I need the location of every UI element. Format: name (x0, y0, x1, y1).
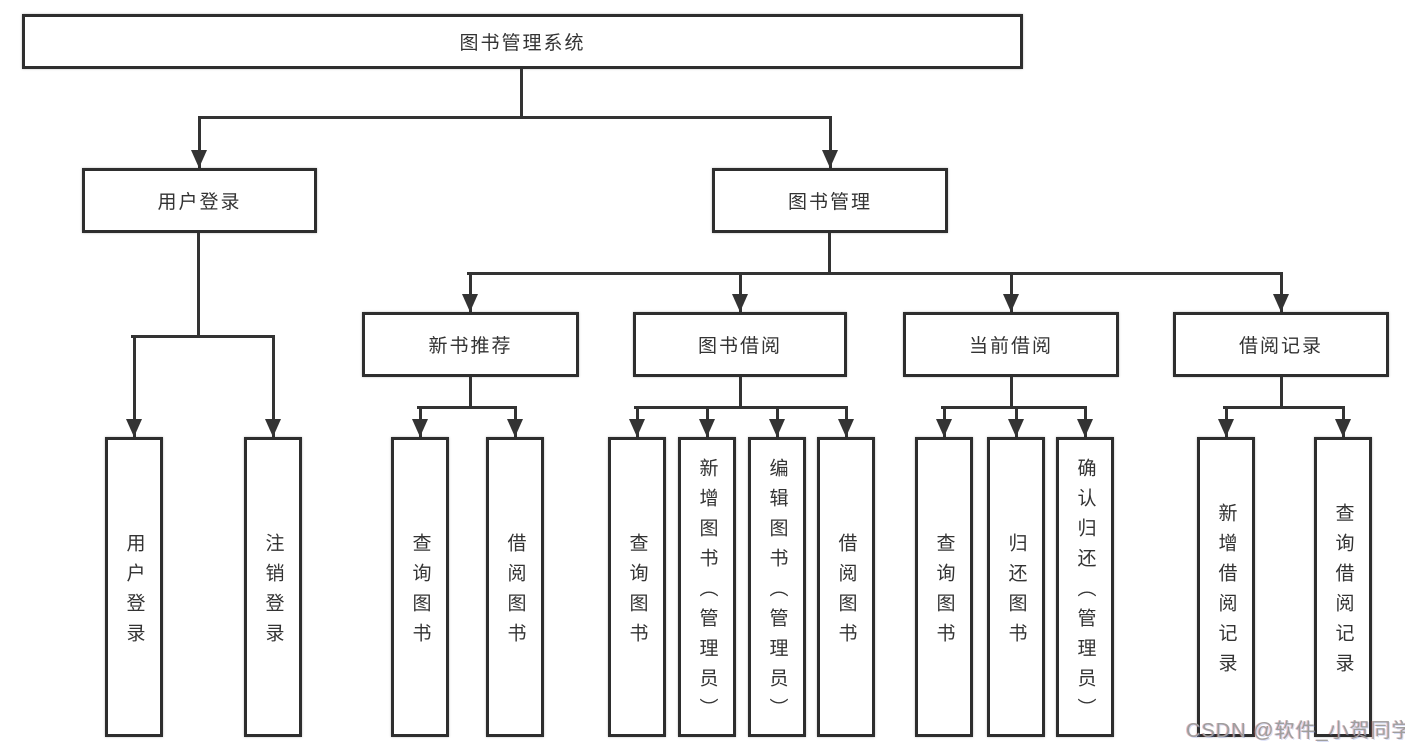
arrow-down-icon (412, 419, 428, 437)
leaf-label: 查询图书 (409, 532, 431, 653)
connector-bar-book-borrow (634, 405, 848, 409)
leaf-query-books-borrow: 查询图书 (608, 437, 666, 737)
node-new-book-recommend-label: 新书推荐 (428, 336, 513, 357)
node-current-borrow-label: 当前借阅 (968, 336, 1053, 357)
csdn-watermark: CSDN @软件_小贺同学 (1186, 720, 1405, 742)
connector-drop-user-login (197, 115, 201, 168)
leaf-confirm-return-admin: 确认归还（管理员） (1056, 437, 1114, 737)
connector-stem-book-borrow (738, 377, 742, 407)
leaf-logout: 注销登录 (244, 437, 302, 737)
leaf-query-books-current: 查询图书 (915, 437, 973, 737)
arrow-down-icon (769, 419, 785, 437)
arrow-down-icon (1077, 419, 1093, 437)
root-node: 图书管理系统 (22, 14, 1023, 69)
leaf-add-books-admin: 新增图书（管理员） (678, 437, 736, 737)
leaf-label: 新增图书（管理员） (696, 457, 718, 728)
connector-bar-book-management (467, 271, 1283, 275)
leaf-label: 注销登录 (262, 532, 284, 653)
node-new-book-recommend: 新书推荐 (362, 312, 579, 377)
connector-stem-book-management (828, 233, 831, 273)
node-user-login-label: 用户登录 (157, 192, 242, 213)
connector-bar-new-book-recommend (417, 405, 517, 409)
leaf-borrow-books-recommend: 借阅图书 (486, 437, 544, 737)
connector-bar-borrow-records (1223, 405, 1345, 409)
leaf-return-books: 归还图书 (987, 437, 1045, 737)
arrow-down-icon (462, 294, 478, 312)
connector-drop-level3 (738, 271, 742, 313)
leaf-user-login: 用户登录 (105, 437, 163, 737)
node-borrow-records: 借阅记录 (1173, 312, 1389, 377)
leaf-label: 新增借阅记录 (1215, 502, 1237, 683)
arrow-down-icon (1008, 419, 1024, 437)
arrow-down-icon (629, 419, 645, 437)
leaf-label: 借阅图书 (504, 532, 526, 653)
leaf-query-borrow-record: 查询借阅记录 (1314, 437, 1372, 737)
connector-stem-current-borrow (1009, 377, 1013, 407)
leaf-label: 归还图书 (1005, 532, 1027, 653)
node-book-management-label: 图书管理 (787, 192, 872, 213)
connector-drop-leaf (271, 334, 275, 438)
connector-drop-level3 (1279, 271, 1283, 313)
node-book-borrow-label: 图书借阅 (697, 336, 782, 357)
leaf-edit-books-admin: 编辑图书（管理员） (748, 437, 806, 737)
arrow-down-icon (1003, 294, 1019, 312)
leaf-borrow-books: 借阅图书 (817, 437, 875, 737)
leaf-label: 用户登录 (123, 532, 145, 653)
arrow-down-icon (126, 419, 142, 437)
arrow-down-icon (265, 419, 281, 437)
leaf-label: 查询图书 (626, 532, 648, 653)
arrow-down-icon (1335, 419, 1351, 437)
node-book-management: 图书管理 (712, 168, 948, 233)
connector-bar-root (197, 115, 832, 119)
arrow-down-icon (1218, 419, 1234, 437)
leaf-label: 借阅图书 (835, 532, 857, 653)
connector-drop-level3 (1009, 271, 1013, 313)
connector-drop-book-management (828, 115, 832, 168)
leaf-query-books-recommend: 查询图书 (391, 437, 449, 737)
leaf-label: 编辑图书（管理员） (766, 457, 788, 728)
node-user-login: 用户登录 (82, 168, 317, 233)
node-current-borrow: 当前借阅 (903, 312, 1119, 377)
arrow-down-icon (838, 419, 854, 437)
leaf-label: 查询图书 (933, 532, 955, 653)
connector-drop-leaf (132, 334, 136, 438)
arrow-down-icon (507, 419, 523, 437)
connector-stem-borrow-records (1279, 377, 1283, 407)
connector-stem-user-login (197, 233, 200, 336)
connector-drop-level3 (468, 271, 472, 313)
arrow-down-icon (822, 150, 838, 168)
node-book-borrow: 图书借阅 (633, 312, 847, 377)
root-node-label: 图书管理系统 (459, 33, 586, 54)
node-borrow-records-label: 借阅记录 (1238, 336, 1323, 357)
leaf-label: 查询借阅记录 (1332, 502, 1354, 683)
arrow-down-icon (732, 294, 748, 312)
arrow-down-icon (191, 150, 207, 168)
arrow-down-icon (699, 419, 715, 437)
connector-bar-current-borrow (941, 405, 1087, 409)
connector-stem-root (519, 69, 523, 117)
arrow-down-icon (1273, 294, 1289, 312)
connector-stem-new-book-recommend (468, 377, 472, 407)
connector-bar-user-login (131, 334, 275, 338)
arrow-down-icon (936, 419, 952, 437)
leaf-label: 确认归还（管理员） (1074, 457, 1096, 728)
leaf-add-borrow-record: 新增借阅记录 (1197, 437, 1255, 737)
